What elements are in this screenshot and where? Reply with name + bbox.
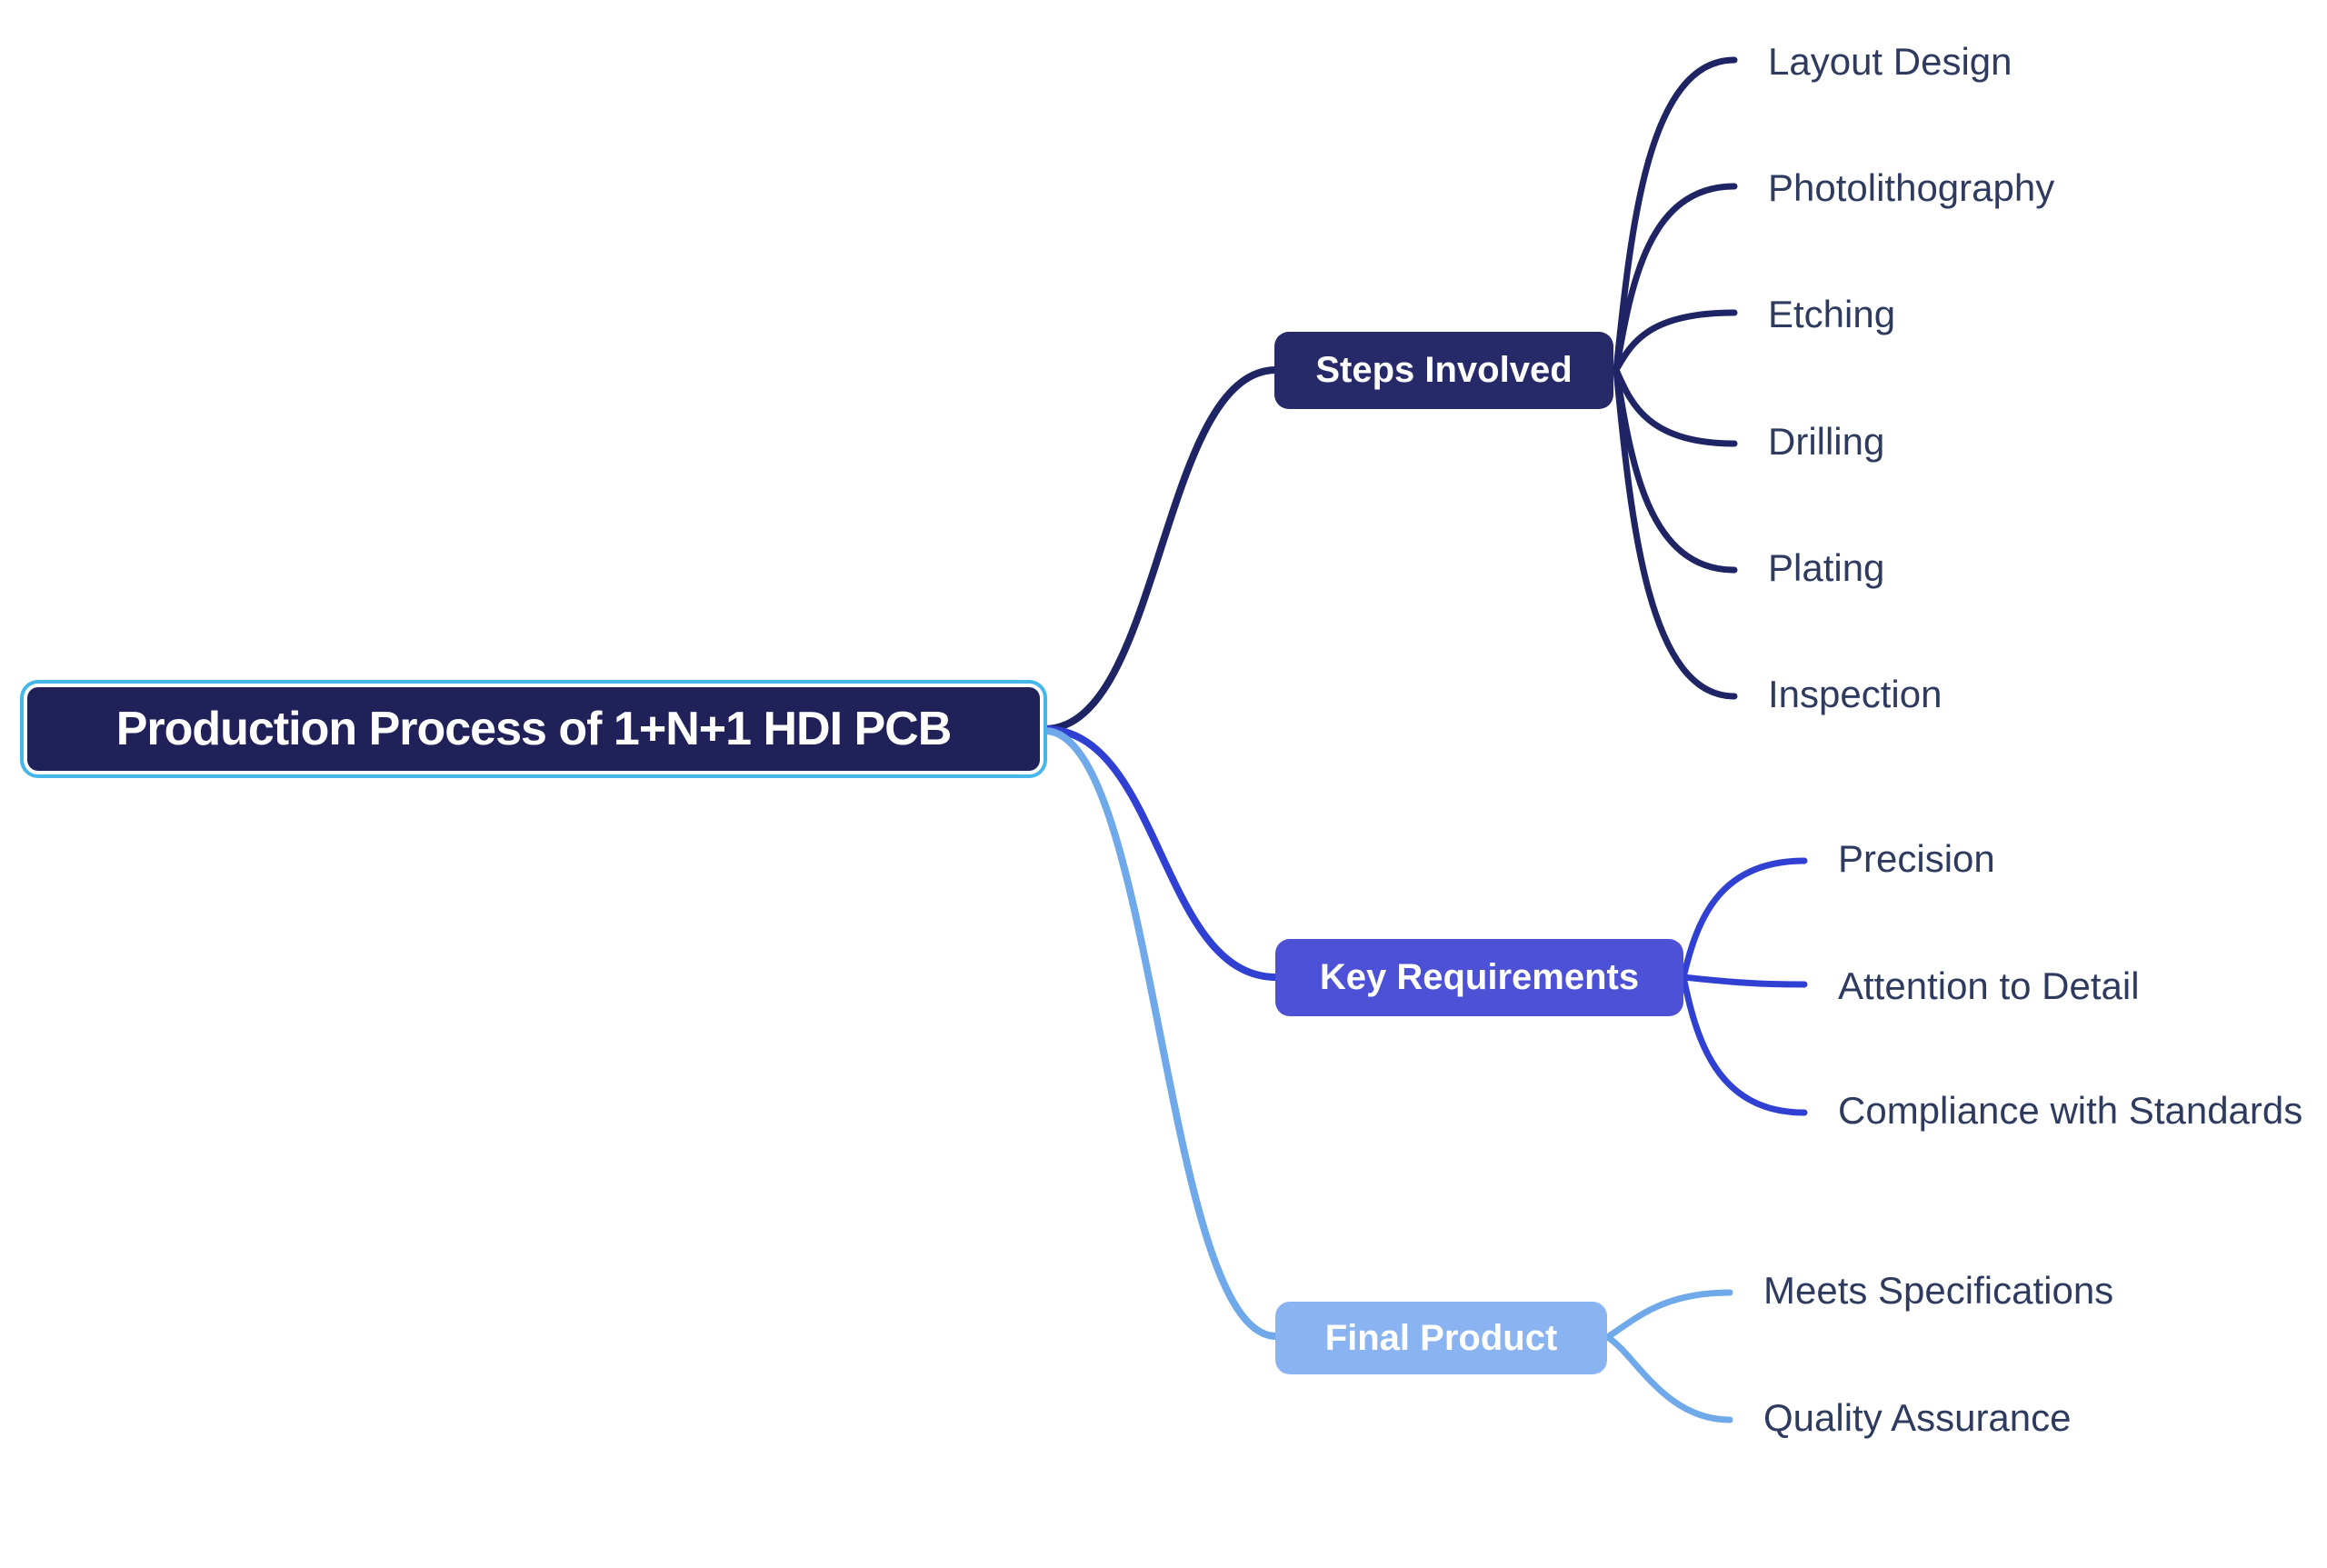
connector-steps-photolithography <box>1613 183 1738 374</box>
leaf-drilling[interactable]: Drilling <box>1768 420 1885 463</box>
connector-keyreq-precision <box>1680 857 1808 981</box>
branch-node-steps-involved[interactable]: Steps Involved <box>1274 332 1613 409</box>
leaf-precision[interactable]: Precision <box>1838 837 1995 880</box>
connector-steps-inspection <box>1613 366 1738 700</box>
connector-keyreq-compliance-standards <box>1680 974 1808 1116</box>
leaf-plating[interactable]: Plating <box>1768 546 1885 589</box>
connector-keyreq-attention-to-detail <box>1680 974 1808 988</box>
connector-root-steps-involved <box>1042 366 1280 733</box>
branch-steps-label: Steps Involved <box>1315 350 1573 390</box>
leaf-attention-to-detail[interactable]: Attention to Detail <box>1838 964 2140 1007</box>
connector-final-quality-assurance <box>1605 1334 1733 1423</box>
branch-node-final-product[interactable]: Final Product <box>1275 1302 1607 1374</box>
branch-keyreq-label: Key Requirements <box>1319 957 1640 997</box>
leaf-meets-specifications[interactable]: Meets Specifications <box>1763 1269 2114 1312</box>
root-node[interactable]: Production Process of 1+N+1 HDI PCB <box>20 680 1047 778</box>
connector-final-meets-specifications <box>1605 1289 1733 1340</box>
leaf-layout-design[interactable]: Layout Design <box>1768 40 2012 83</box>
leaf-quality-assurance[interactable]: Quality Assurance <box>1763 1396 2072 1439</box>
branch-node-key-requirements[interactable]: Key Requirements <box>1275 939 1683 1016</box>
connector-steps-layout-design <box>1613 56 1738 374</box>
connector-root-final-product <box>1042 727 1280 1340</box>
leaf-inspection[interactable]: Inspection <box>1768 673 1942 715</box>
branch-final-label: Final Product <box>1324 1317 1558 1358</box>
connector-steps-drilling <box>1613 366 1738 447</box>
leaf-photolithography[interactable]: Photolithography <box>1768 166 2055 209</box>
leaf-etching[interactable]: Etching <box>1768 293 1896 335</box>
connector-root-key-requirements <box>1042 725 1280 981</box>
root-node-label: Production Process of 1+N+1 HDI PCB <box>27 687 1040 771</box>
connector-steps-etching <box>1613 309 1738 374</box>
leaf-compliance-with-standards[interactable]: Compliance with Standards <box>1838 1089 2303 1132</box>
